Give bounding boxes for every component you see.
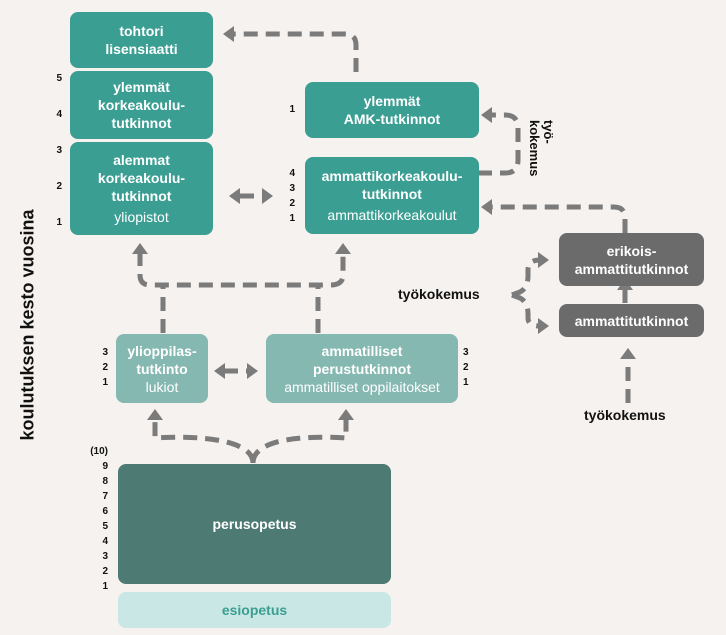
year-perus-2: 2 (102, 566, 108, 577)
head-lukio-amm-left (214, 363, 225, 379)
head-to-uni (132, 243, 148, 254)
year-amm-3: 3 (463, 347, 469, 358)
arrow-perus-to-lukio (152, 418, 256, 464)
tyokokemus-mid-label: työkokemus (398, 286, 480, 302)
lukiot-label: lukiot (145, 378, 179, 395)
head-to-amk-right (481, 199, 492, 215)
arrow-work-loop (478, 112, 521, 176)
year-lukio-3: 3 (102, 347, 108, 358)
year-perus-7: 7 (102, 491, 108, 502)
arrow-amk-to-tohtori (232, 31, 359, 72)
year-uni-5: 5 (56, 73, 62, 84)
ylemmat-korkeakoulu-label: ylemmät korkeakoulu- tutkinnot (97, 79, 186, 131)
year-ylemmat-amk-1: 1 (289, 104, 295, 115)
tyokokemus-vertical-label: työ- kokemus (527, 120, 556, 177)
arrow-work-to-amm (511, 292, 541, 329)
ylemmat-amk-label: ylemmät AMK-tutkinnot (343, 93, 441, 127)
year-amk-2: 2 (289, 198, 295, 209)
head-to-amm-bottom (620, 348, 636, 359)
alemmat-korkeakoulu-box: alemmat korkeakoulu- tutkinnot yliopisto… (70, 142, 213, 235)
year-amk-4: 4 (289, 168, 295, 179)
tohtori-box: tohtori lisensiaatti (70, 12, 213, 68)
arrow-perus-to-ammatilliset (250, 418, 349, 464)
alemmat-korkeakoulu-label: alemmat korkeakoulu- tutkinnot (97, 152, 186, 204)
perusopetus-box: perusopetus (118, 464, 391, 584)
year-perus-5: 5 (102, 521, 108, 532)
year-amk-3: 3 (289, 183, 295, 194)
year-amm-2: 2 (463, 362, 469, 373)
head-uni-amk-right (262, 188, 273, 204)
erikoisammatti-label: erikois- ammattitutkinnot (574, 242, 689, 277)
head-to-tohtori (223, 26, 234, 42)
head-to-amm (538, 318, 549, 334)
amk-box: ammattikorkeakoulu- tutkinnot ammattikor… (305, 157, 479, 234)
year-perus-4: 4 (102, 536, 108, 547)
year-perus-1: 1 (102, 581, 108, 592)
year-amk-1: 1 (289, 213, 295, 224)
head-to-ylemmat-amk (481, 107, 492, 123)
esiopetus-box: esiopetus (118, 592, 391, 628)
year-perus-8: 8 (102, 476, 108, 487)
ammattitutkinnot-box: ammattitutkinnot (559, 304, 704, 337)
year-uni-4: 4 (56, 109, 62, 120)
ylioppilas-box: ylioppilas- tutkinto lukiot (116, 334, 208, 403)
head-to-erikois (538, 252, 549, 268)
tohtori-label: tohtori lisensiaatti (105, 23, 178, 57)
head-lukio-amm-right (247, 363, 258, 379)
year-lukio-2: 2 (102, 362, 108, 373)
year-perus-6: 6 (102, 506, 108, 517)
perusopetus-label: perusopetus (212, 516, 297, 532)
head-to-ammatilliset (338, 409, 354, 420)
year-perus-9: 9 (102, 461, 108, 472)
ammattitutkinnot-label: ammattitutkinnot (574, 312, 689, 329)
ammatilliset-box: ammatilliset perustutkinnot ammatilliset… (266, 334, 458, 403)
year-perus-10: (10) (90, 446, 108, 457)
esiopetus-label: esiopetus (221, 602, 288, 618)
arrow-erikois-to-amk (490, 204, 628, 233)
year-uni-3: 3 (56, 145, 62, 156)
erikoisammatti-box: erikois- ammattitutkinnot (559, 233, 704, 286)
head-to-lukio (147, 409, 163, 420)
amk-institutions-label: ammattikorkeakoulut (327, 207, 457, 223)
year-lukio-1: 1 (102, 377, 108, 388)
year-uni-1: 1 (56, 217, 62, 228)
head-to-amk (335, 243, 351, 254)
oppilaitokset-label: ammatilliset oppilaitokset (284, 378, 440, 395)
yliopistot-label: yliopistot (114, 209, 169, 225)
ylioppilas-label: ylioppilas- tutkinto (127, 342, 197, 377)
ylemmat-korkeakoulu-box: ylemmät korkeakoulu- tutkinnot (70, 71, 213, 139)
arrow-branch-left (137, 252, 346, 288)
tyokokemus-bottom-label: työkokemus (584, 407, 666, 423)
year-uni-2: 2 (56, 181, 62, 192)
year-perus-3: 3 (102, 551, 108, 562)
head-uni-amk-left (229, 188, 240, 204)
year-amm-1: 1 (463, 377, 469, 388)
amk-tutkinnot-label: ammattikorkeakoulu- tutkinnot (321, 168, 463, 202)
arrow-work-to-erikois (511, 257, 541, 298)
ammatilliset-label: ammatilliset perustutkinnot (313, 342, 411, 377)
ylemmat-amk-box: ylemmät AMK-tutkinnot (305, 82, 479, 138)
